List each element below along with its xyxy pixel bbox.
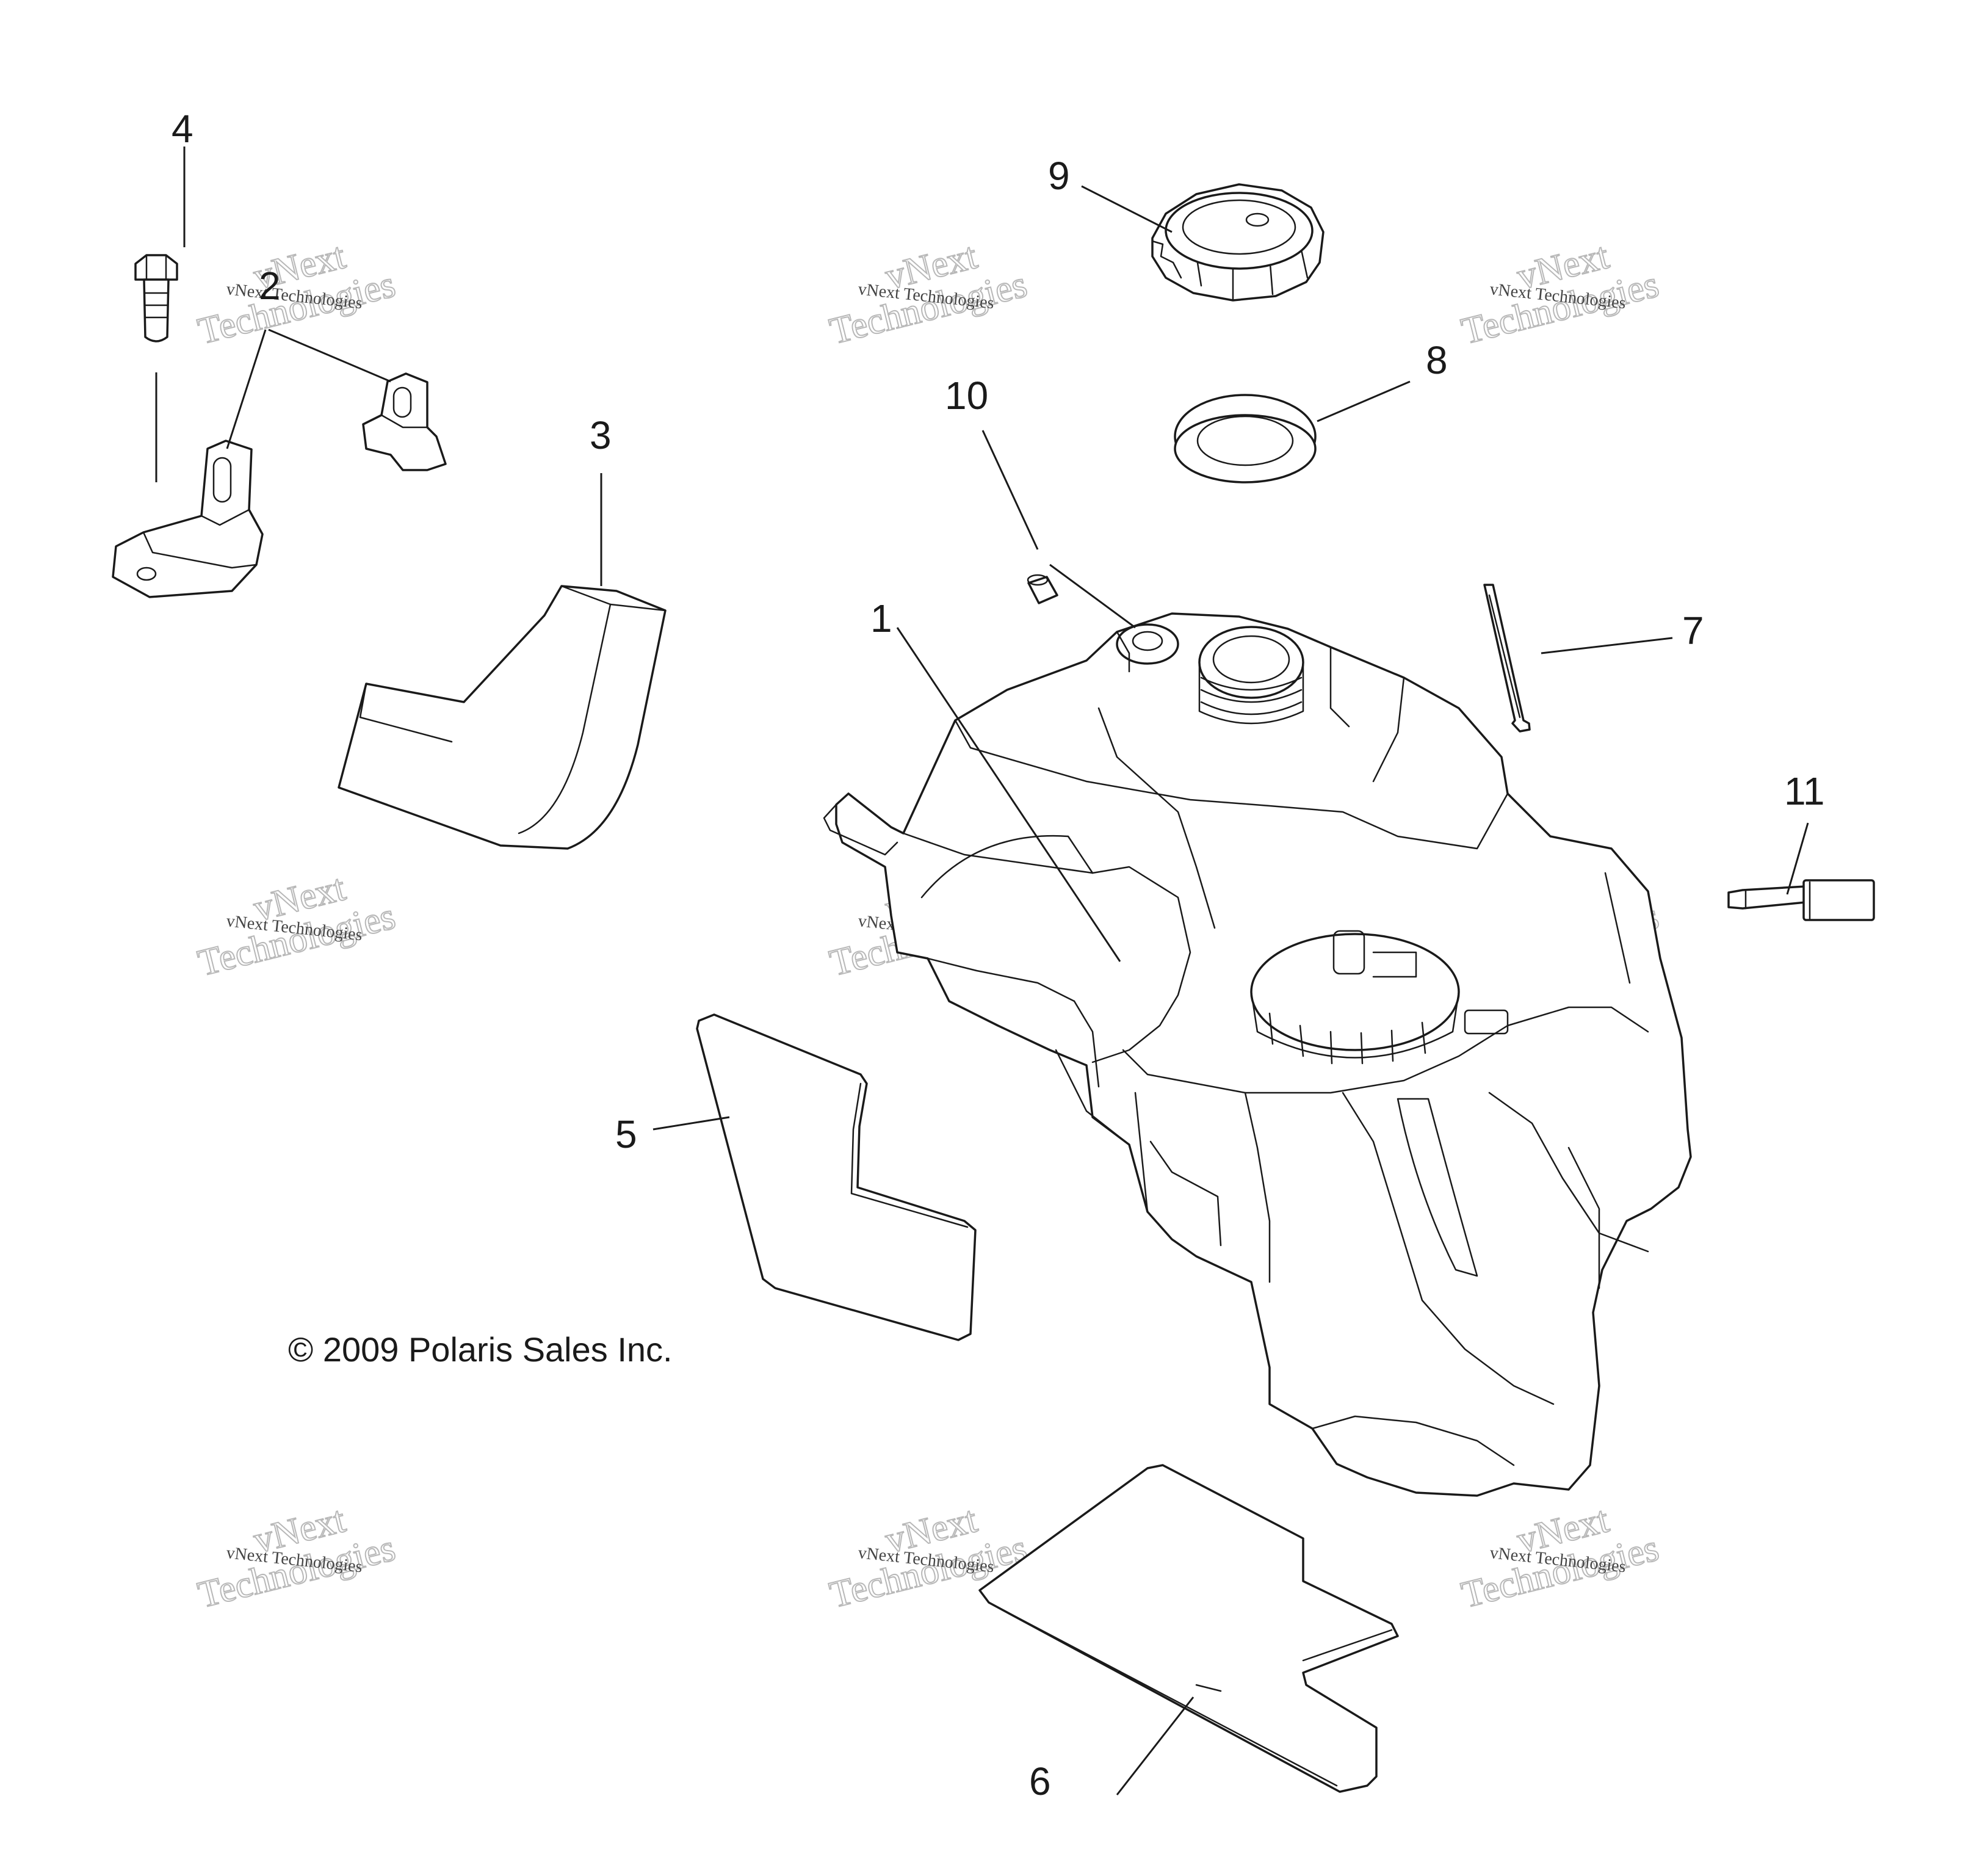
callout-6: 6 — [1029, 1759, 1051, 1803]
fuel-tank-part — [823, 612, 1692, 1497]
strap-part — [1483, 584, 1531, 733]
callout-9: 9 — [1048, 154, 1070, 198]
foam-pad-part — [338, 585, 667, 850]
callout-10: 10 — [945, 374, 988, 418]
sensor-part — [1727, 879, 1875, 921]
callout-7: 7 — [1682, 609, 1704, 653]
bracket-part-left — [112, 440, 264, 598]
gasket-ring-part — [1174, 394, 1317, 483]
callout-8: 8 — [1426, 338, 1448, 382]
copyright-text: © 2009 Polaris Sales Inc. — [288, 1330, 673, 1369]
leader-lines — [183, 147, 1809, 1795]
fuel-cap-part — [1151, 183, 1325, 302]
pad-part-6 — [978, 1464, 1399, 1793]
callout-11: 11 — [1784, 769, 1824, 813]
pad-part-5 — [696, 1013, 977, 1341]
bolt-part — [134, 254, 178, 482]
callout-4: 4 — [172, 107, 193, 151]
pin-part — [1027, 574, 1058, 604]
bracket-part-right — [362, 372, 447, 471]
callouts: 1 2 3 4 5 6 7 8 9 10 11 — [172, 107, 1824, 1803]
callout-5: 5 — [615, 1112, 637, 1156]
callout-1: 1 — [870, 596, 892, 640]
callout-2: 2 — [259, 264, 281, 308]
callout-3: 3 — [590, 413, 612, 457]
